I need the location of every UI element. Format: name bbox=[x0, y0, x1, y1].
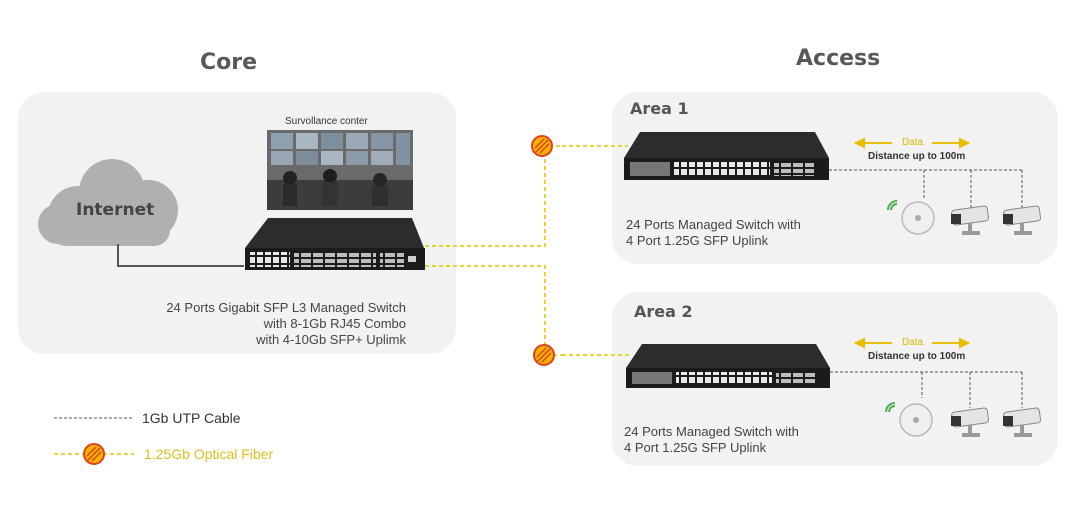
internet-cloud-icon bbox=[38, 159, 178, 246]
area-2-switch bbox=[626, 344, 830, 388]
area-2-data-arrows bbox=[853, 337, 971, 349]
area-1-wireless-ap-icon bbox=[887, 200, 935, 235]
area-2-data-label: Data bbox=[902, 337, 924, 348]
area-2-switch-caption: 24 Ports Managed Switch with 4 Port 1.25… bbox=[624, 424, 799, 455]
core-heading: Core bbox=[200, 50, 258, 75]
area-1-camera-icon-1 bbox=[951, 205, 990, 235]
fiber-icon-area-1 bbox=[531, 135, 553, 157]
area-2-wireless-ap-icon bbox=[885, 402, 933, 437]
area-2-title: Area 2 bbox=[634, 302, 693, 321]
area-2-camera-icon-1 bbox=[951, 407, 990, 437]
legend-fiber-icon bbox=[83, 443, 105, 465]
legend-utp-label: 1Gb UTP Cable bbox=[142, 410, 241, 426]
fiber-icon-area-2 bbox=[533, 344, 555, 366]
surveillance-center-image bbox=[267, 130, 413, 210]
area-2-camera-icon-2 bbox=[1003, 407, 1042, 437]
internet-label: Internet bbox=[76, 200, 155, 220]
area-1-switch-caption: 24 Ports Managed Switch with 4 Port 1.25… bbox=[626, 217, 801, 248]
area-2-utp-lines bbox=[830, 371, 1023, 408]
area-1-data-arrows bbox=[853, 137, 971, 149]
area-1-camera-icon-2 bbox=[1003, 205, 1042, 235]
surveillance-label: Survollance conter bbox=[285, 116, 368, 127]
legend-fiber-label: 1.25Gb Optical Fiber bbox=[144, 446, 274, 462]
internet-uplink-cable bbox=[117, 244, 244, 267]
core-l3-switch bbox=[245, 218, 425, 270]
access-heading: Access bbox=[796, 46, 881, 71]
core-switch-caption: 24 Ports Gigabit SFP L3 Managed Switch w… bbox=[166, 300, 406, 347]
area-1-data-label: Data bbox=[902, 137, 924, 148]
area-1-title: Area 1 bbox=[630, 99, 689, 118]
area-1-utp-lines bbox=[829, 169, 1023, 208]
area-1-switch bbox=[624, 132, 829, 180]
fiber-lines bbox=[425, 145, 630, 356]
area-2-distance-label: Distance up to 100m bbox=[868, 351, 966, 362]
area-1-distance-label: Distance up to 100m bbox=[868, 151, 966, 162]
